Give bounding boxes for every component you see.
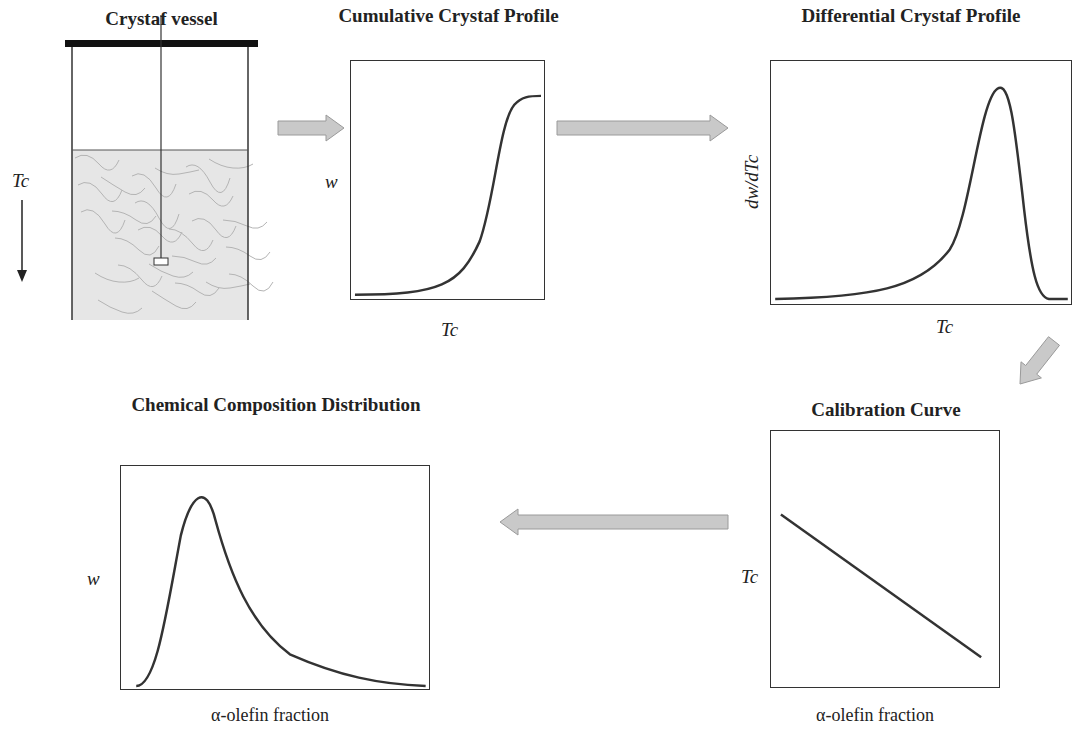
profile-curve [355, 96, 541, 295]
marble-texture [209, 159, 253, 168]
vessel-drawing [65, 40, 258, 320]
marble-texture [175, 283, 219, 296]
marble-texture [81, 210, 125, 233]
vessel-panel: Crystaf vessel [65, 40, 258, 320]
ccd-drawing [121, 466, 429, 689]
marble-texture [101, 177, 145, 195]
axis-label: α-olefin fraction [211, 705, 329, 726]
marble-texture [189, 191, 233, 206]
flow-arrow [1020, 337, 1060, 384]
marble-texture [75, 155, 119, 170]
profile-curve [136, 497, 425, 686]
profile-curve [781, 514, 981, 657]
differential-drawing [771, 61, 1071, 304]
temperature-arrow [21, 200, 23, 275]
marble-texture [192, 218, 236, 237]
flow-arrow [557, 115, 728, 141]
marble-texture [155, 168, 199, 174]
plot-panel: Cumulative Crystaf ProfilewTc [350, 60, 545, 300]
detector-tip [154, 258, 168, 265]
calibration-drawing [771, 431, 999, 687]
marble-texture [223, 220, 267, 228]
marble-texture [95, 273, 139, 282]
marble-texture [149, 264, 193, 277]
cumulative-drawing [351, 61, 544, 299]
axis-label: w [87, 568, 100, 590]
temperature-arrowhead [17, 270, 27, 282]
marble-texture [135, 201, 179, 229]
panel-heading: Chemical Composition Distribution [121, 394, 431, 416]
marble-texture [78, 182, 122, 201]
marble-texture [206, 282, 250, 288]
solution [72, 150, 248, 320]
plot-panel: Chemical Composition Distributionwα-olef… [120, 465, 430, 690]
marble-texture [229, 274, 273, 291]
marble-texture [115, 238, 159, 255]
marble-texture [112, 211, 156, 224]
panel-heading: Differential Crystaf Profile [791, 5, 1031, 27]
marble-texture [138, 227, 182, 242]
profile-curve [775, 88, 1068, 299]
marble-texture [172, 256, 216, 264]
plot-panel: Differential Crystaf Profiledw/dTcTc [770, 60, 1072, 305]
flow-arrow [278, 115, 344, 141]
marble-texture [98, 300, 142, 313]
panel-heading: Cumulative Crystaf Profile [331, 5, 566, 27]
axis-label: dw/dTc [741, 155, 763, 209]
sampling-rod [160, 15, 161, 258]
plot-panel: Calibration CurveTcα-olefin fraction [770, 430, 1000, 688]
temperature-label: Tc [12, 170, 29, 192]
panel-heading: Calibration Curve [761, 399, 1011, 421]
liquid-level [72, 150, 248, 151]
vessel-wall [247, 47, 249, 320]
marble-texture [152, 291, 196, 309]
marble-texture [186, 165, 230, 193]
flow-arrow [500, 509, 728, 535]
panel-heading: Crystaf vessel [45, 8, 278, 30]
axis-label: Tc [936, 316, 953, 338]
axis-label: w [325, 171, 338, 193]
axis-label: α-olefin fraction [816, 705, 934, 726]
axis-label: Tc [441, 319, 458, 341]
marble-texture [169, 229, 213, 251]
marble-texture [118, 265, 162, 287]
vessel-wall [71, 47, 73, 320]
axis-label: Tc [741, 566, 758, 588]
